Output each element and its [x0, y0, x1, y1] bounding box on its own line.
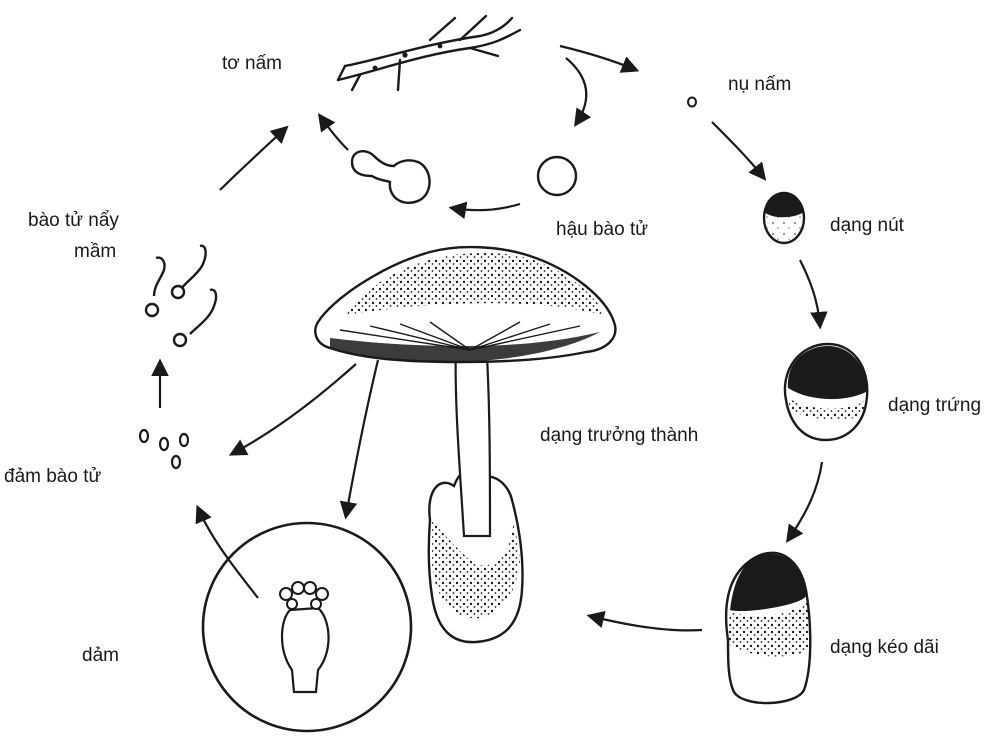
arrow-mycelium-to-chlamydospore	[566, 58, 586, 124]
basidium-detail-drawing	[203, 523, 411, 731]
germinating-chlamydospore-drawing	[352, 151, 430, 203]
chlamydospore-drawing	[538, 157, 576, 195]
arrow-mature-to-spores	[232, 364, 356, 454]
button-stage-drawing	[764, 193, 804, 243]
arrow-pinhead-to-button	[712, 122, 764, 178]
label-button-stage: dạng nút	[830, 214, 904, 238]
elongation-stage-drawing	[726, 553, 810, 703]
mycelium-drawing	[338, 16, 520, 90]
arrow-germinating-to-mycelium	[220, 128, 286, 190]
arrow-button-to-egg	[800, 260, 820, 326]
label-chlamydospore: hậu bào tử	[556, 218, 648, 242]
label-germinating-spores-line1: bào tử nẩy	[28, 209, 119, 233]
label-mycelium: tơ nấm	[222, 52, 282, 76]
egg-stage-drawing	[785, 344, 867, 440]
label-basidium: dảm	[82, 644, 119, 668]
arrow-germinating-chlamydospore-to-mycelium	[320, 116, 348, 150]
arrow-chlamydospore-to-germinating	[452, 204, 520, 210]
pinhead-drawing	[688, 98, 696, 107]
germinating-spores-drawing	[146, 246, 216, 346]
label-elongation-stage: dạng kéo dãi	[830, 636, 939, 660]
basidiospores-drawing	[140, 430, 188, 468]
arrow-mature-to-basidium	[346, 360, 378, 516]
label-germinating-spores-line2: mầm	[74, 240, 116, 264]
label-egg-stage: dạng trứng	[888, 394, 981, 418]
label-pinhead: nụ nấm	[728, 73, 791, 97]
label-basidiospores: đảm bào tử	[4, 465, 101, 489]
label-mature-stage: dạng trưởng thành	[540, 424, 698, 448]
arrow-mycelium-to-pinhead	[560, 46, 636, 70]
arrow-elongation-to-mature	[590, 616, 702, 630]
arrow-egg-to-elongation	[788, 462, 822, 540]
